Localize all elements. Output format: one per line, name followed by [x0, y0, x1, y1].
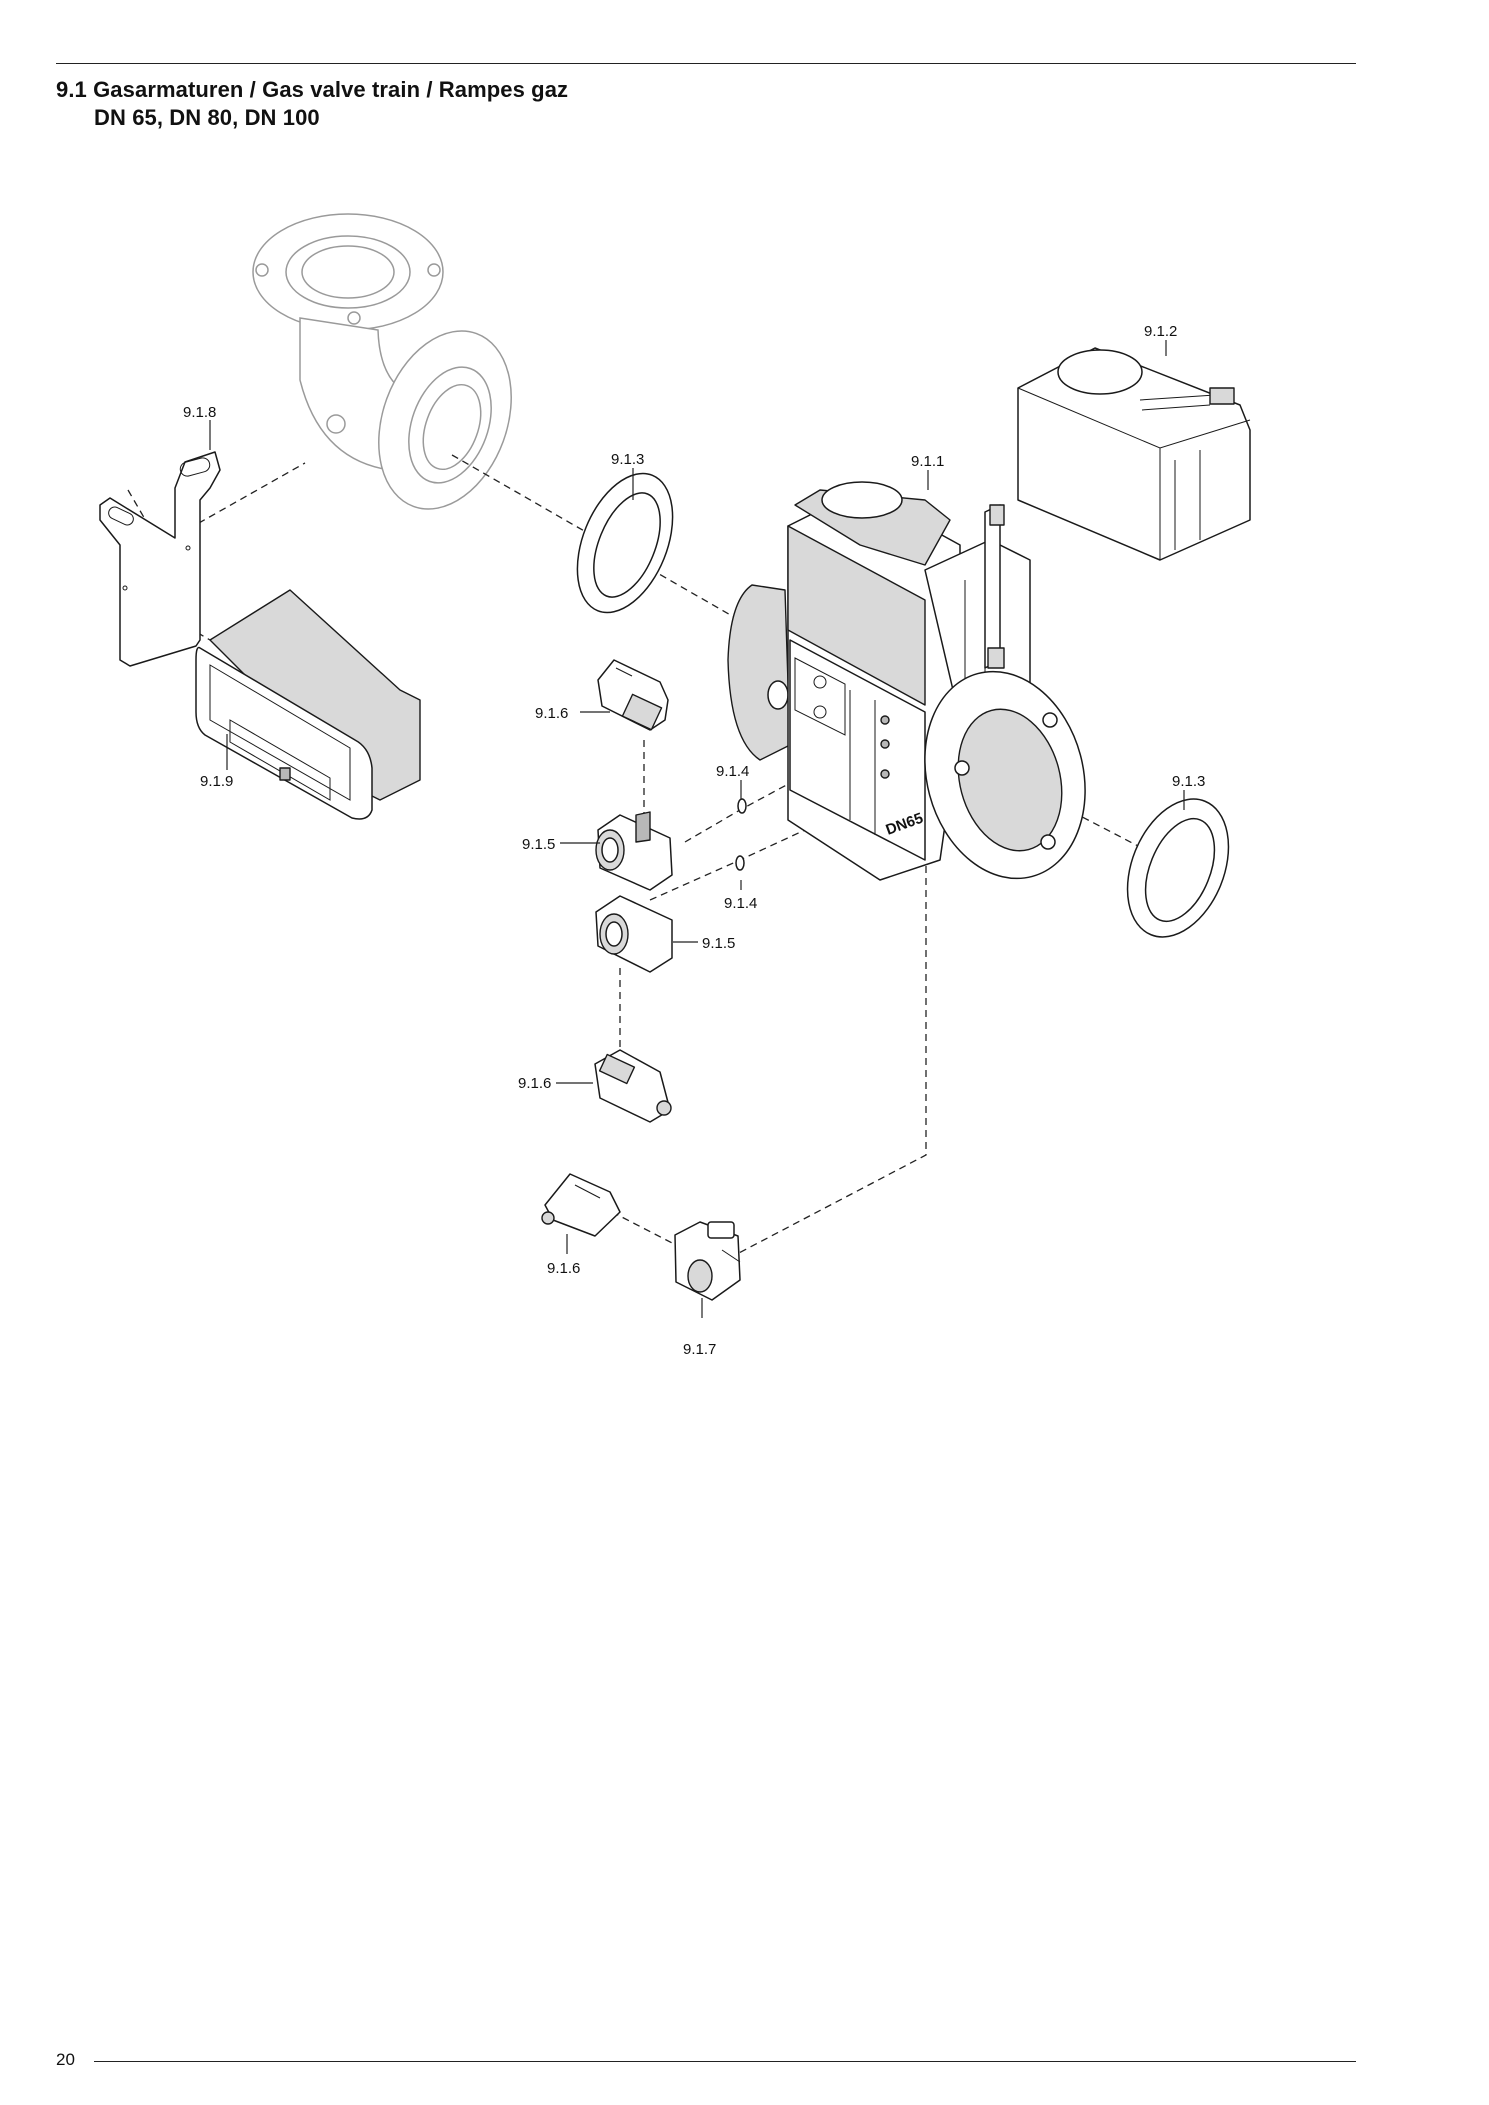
connector-lower-part-9-1-6 — [541, 1173, 621, 1237]
connector-middle-part-9-1-6 — [594, 1049, 672, 1123]
mounting-bracket-part-9-1-8 — [99, 451, 221, 667]
cover-housing-part-9-1-9 — [195, 589, 421, 820]
callout-9-1-1: 9.1.1 — [911, 453, 944, 470]
callout-9-1-6-top: 9.1.6 — [535, 705, 568, 722]
page-number: 20 — [56, 2050, 75, 2069]
ghost-elbow-pipe — [252, 213, 512, 510]
callout-9-1-3-left: 9.1.3 — [611, 451, 644, 468]
section-title-line-1: 9.1 Gasarmaturen / Gas valve train / Ram… — [56, 77, 569, 102]
gas-valve-body-part-9-1-1: DN65 — [727, 481, 1086, 881]
solenoid-coil-upper-part-9-1-5 — [595, 811, 673, 891]
connector-top-part-9-1-6 — [597, 659, 669, 731]
callout-9-1-3-right: 9.1.3 — [1172, 773, 1205, 790]
callout-9-1-9: 9.1.9 — [200, 773, 233, 790]
callout-9-1-7: 9.1.7 — [683, 1341, 716, 1358]
callout-9-1-6-lower: 9.1.6 — [547, 1260, 580, 1277]
callout-9-1-8: 9.1.8 — [183, 404, 216, 421]
callout-9-1-5-upper: 9.1.5 — [522, 836, 555, 853]
callout-9-1-6-middle: 9.1.6 — [518, 1075, 551, 1092]
section-title: 9.1 Gasarmaturen / Gas valve train / Ram… — [56, 76, 568, 132]
callout-9-1-4-lower: 9.1.4 — [724, 895, 757, 912]
gasket-right-part-9-1-3 — [1126, 798, 1230, 938]
callout-9-1-4-upper: 9.1.4 — [716, 763, 749, 780]
top-rule — [56, 63, 1356, 64]
gasket-left-part-9-1-3 — [576, 472, 674, 614]
pressure-switch-part-9-1-7 — [674, 1221, 741, 1301]
callouts: 9.1.2 9.1.8 9.1.3 9.1.1 9.1.6 9.1.4 9.1.… — [183, 323, 1205, 1358]
bottom-rule — [94, 2061, 1356, 2062]
callout-9-1-2: 9.1.2 — [1144, 323, 1177, 340]
leader-lines — [209, 340, 1185, 1318]
o-ring-lower-part-9-1-4 — [735, 855, 745, 871]
callout-9-1-5-lower: 9.1.5 — [702, 935, 735, 952]
actuator-cover-part-9-1-2 — [1017, 347, 1251, 561]
solenoid-coil-lower-part-9-1-5 — [595, 895, 673, 973]
o-ring-upper-part-9-1-4 — [737, 798, 747, 814]
section-title-line-2: DN 65, DN 80, DN 100 — [94, 105, 320, 130]
